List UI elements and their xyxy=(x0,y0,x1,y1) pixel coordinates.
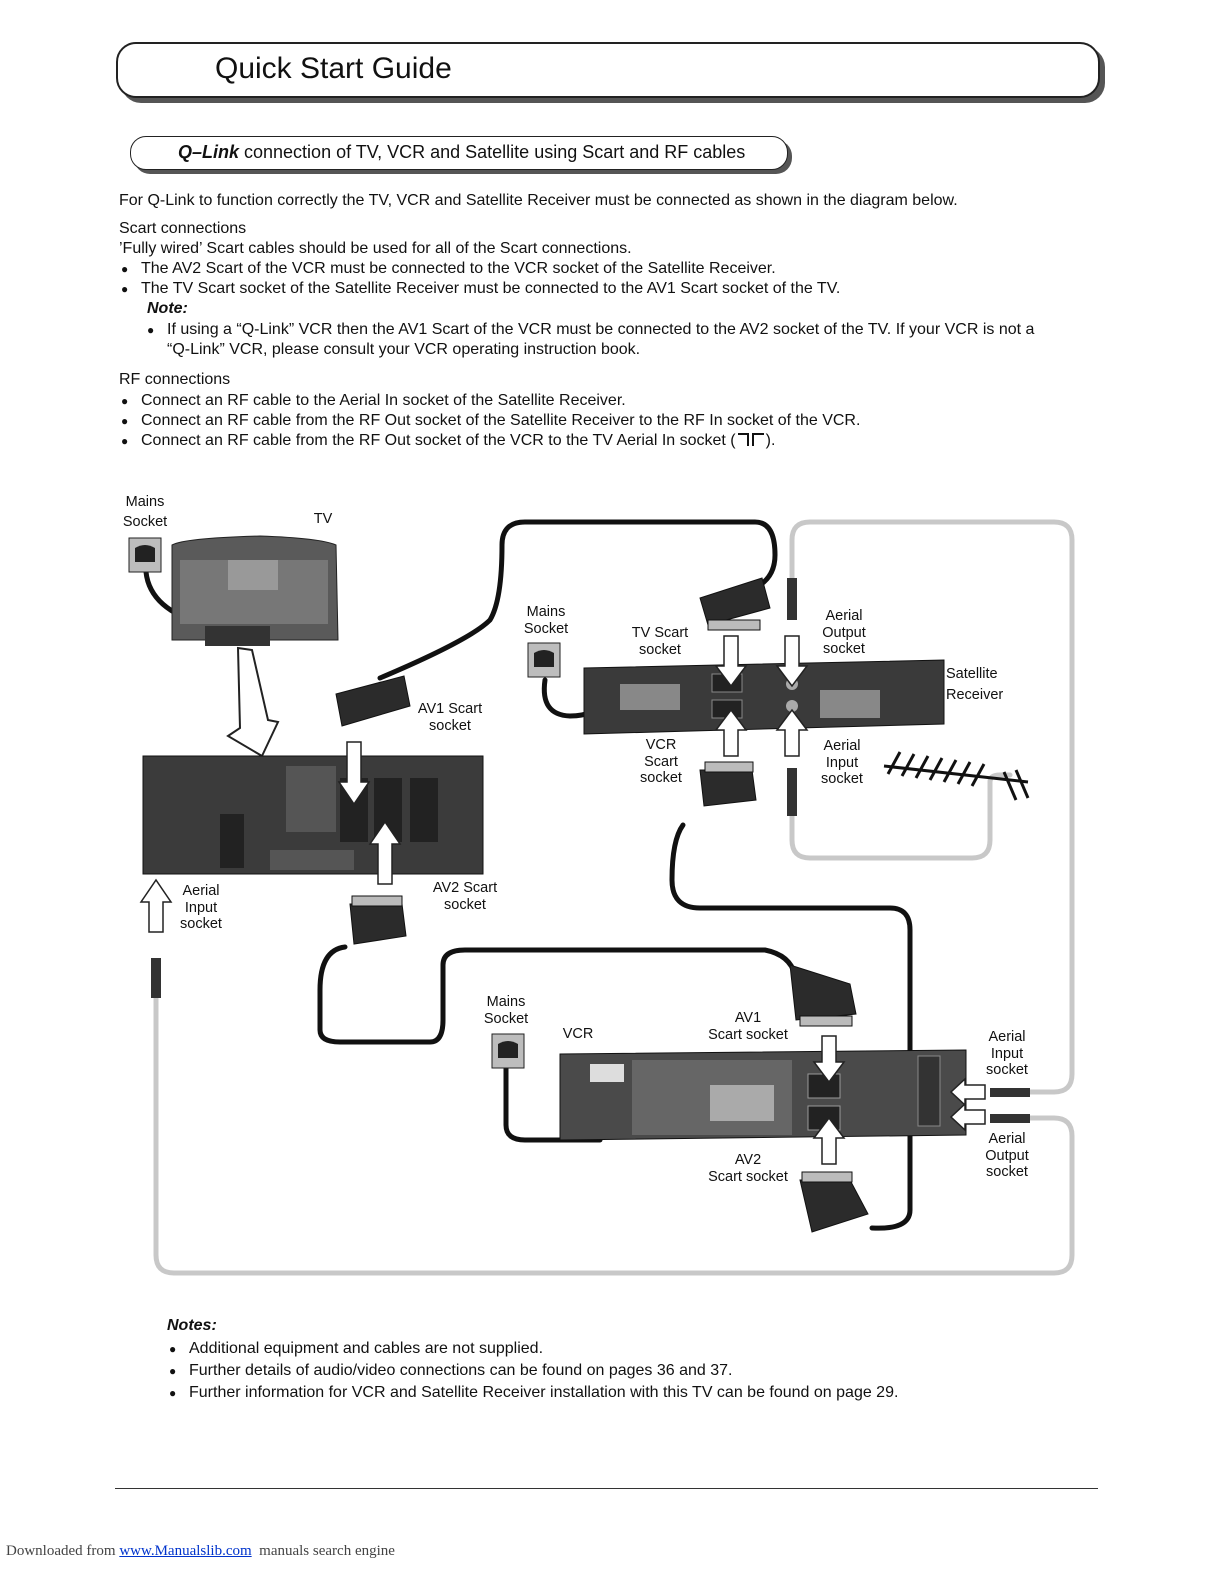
scart-bullet-2: The TV Scart socket of the Satellite Rec… xyxy=(121,279,840,299)
scart-bullet-1: The AV2 Scart of the VCR must be connect… xyxy=(121,259,776,279)
vcr-image xyxy=(559,1049,967,1141)
note-item-1: Additional equipment and cables are not … xyxy=(169,1339,543,1359)
vcr-scart-cable xyxy=(669,822,913,1231)
tv-rear-panel-image xyxy=(142,755,484,875)
scart-cables xyxy=(143,519,913,1231)
rf-plug-sat-in xyxy=(787,768,797,816)
arrow-sat-vcr-scart xyxy=(714,708,748,757)
rf-cable-vcr-to-tv xyxy=(153,992,1075,1276)
antenna-icon xyxy=(883,751,1030,801)
title-box xyxy=(116,42,1100,98)
rf-bullet-1: Connect an RF cable to the Aerial In soc… xyxy=(121,391,626,411)
rf-heading: RF connections xyxy=(119,371,231,388)
aerial-socket-icon xyxy=(737,433,764,446)
section-title: Q–Link connection of TV, VCR and Satelli… xyxy=(178,142,745,163)
rf-cables xyxy=(153,519,1075,1276)
scart-text: ’Fully wired’ Scart cables should be use… xyxy=(119,240,632,257)
page-title: Quick Start Guide xyxy=(215,52,452,85)
rf-bullet-3: Connect an RF cable from the RF Out sock… xyxy=(121,431,776,451)
scart-plug-vcr-av1 xyxy=(789,964,857,1027)
note-label: Note: xyxy=(147,300,188,317)
rf-plug-vcr-in xyxy=(990,1088,1030,1097)
arrow-av2-up xyxy=(368,820,402,885)
arrow-vcr-aerial-out xyxy=(949,1102,986,1132)
arrow-vcr-aerial-in xyxy=(949,1077,986,1107)
intro-text: For Q-Link to function correctly the TV,… xyxy=(119,192,958,209)
connection-arrows xyxy=(139,635,986,1165)
arrow-tv-aerial-up xyxy=(139,878,173,933)
arrow-vcr-av1 xyxy=(812,1035,846,1084)
note-item-2: Further details of audio/video connectio… xyxy=(169,1361,732,1381)
arrow-sat-tv-scart xyxy=(714,635,748,688)
footer: Downloaded from www.Manualslib.com manua… xyxy=(6,1543,395,1560)
arrow-sat-aerial-in xyxy=(775,708,809,757)
vcr-av1-cable xyxy=(317,944,798,1045)
vcr-mains-cable xyxy=(503,1065,603,1143)
scart-plug-sat-vcr xyxy=(699,761,757,807)
scart-plug-tv-av2 xyxy=(349,895,407,945)
manualslib-link[interactable]: www.Manualslib.com xyxy=(119,1543,252,1559)
notes-title: Notes: xyxy=(167,1317,217,1334)
section-title-rest: connection of TV, VCR and Satellite usin… xyxy=(239,142,746,162)
note-line-1: If using a “Q-Link” VCR then the AV1 Sca… xyxy=(147,320,1034,340)
scart-plug-tv-av1 xyxy=(335,675,411,727)
rf-cable-sat-to-vcr xyxy=(789,519,1075,1095)
mains-plug-sat xyxy=(527,642,561,678)
rf-plug-vcr-out xyxy=(990,1114,1030,1123)
label-tv: TV xyxy=(313,511,333,527)
tv-image xyxy=(171,535,339,758)
footer-divider xyxy=(115,1488,1098,1489)
mains-plug-vcr xyxy=(491,1033,525,1069)
rf-bullet-2: Connect an RF cable from the RF Out sock… xyxy=(121,411,860,431)
arrow-vcr-av2 xyxy=(812,1116,846,1165)
rf-bullet-3-text: Connect an RF cable from the RF Out sock… xyxy=(141,432,736,449)
scart-plugs xyxy=(335,577,869,1233)
rf-plug-tv-in xyxy=(151,958,161,998)
rf-cable-antenna-to-sat xyxy=(789,772,1013,861)
mains-plug-tv xyxy=(128,537,162,573)
arrow-sat-aerial-out xyxy=(775,635,809,688)
label-vcr: VCR xyxy=(562,1026,594,1042)
tv-scart-cable xyxy=(377,519,778,681)
scart-heading: Scart connections xyxy=(119,220,247,237)
note-item-3: Further information for VCR and Satellit… xyxy=(169,1383,898,1403)
arrow-av1-down xyxy=(337,741,371,806)
section-box xyxy=(130,136,788,170)
rf-bullet-3-tail: ). xyxy=(765,432,776,449)
rf-plug-sat-out xyxy=(787,578,797,620)
scart-plug-sat-tv xyxy=(699,577,771,631)
satellite-receiver-image xyxy=(583,659,945,735)
note-line-2: “Q-Link” VCR, please consult your VCR op… xyxy=(167,341,641,358)
section-title-bold: Q–Link xyxy=(178,142,240,162)
footer-prefix: Downloaded from xyxy=(6,1543,120,1559)
scart-plug-vcr-av2 xyxy=(799,1171,869,1233)
rf-plugs xyxy=(151,578,1030,1123)
footer-suffix: manuals search engine xyxy=(251,1543,395,1559)
